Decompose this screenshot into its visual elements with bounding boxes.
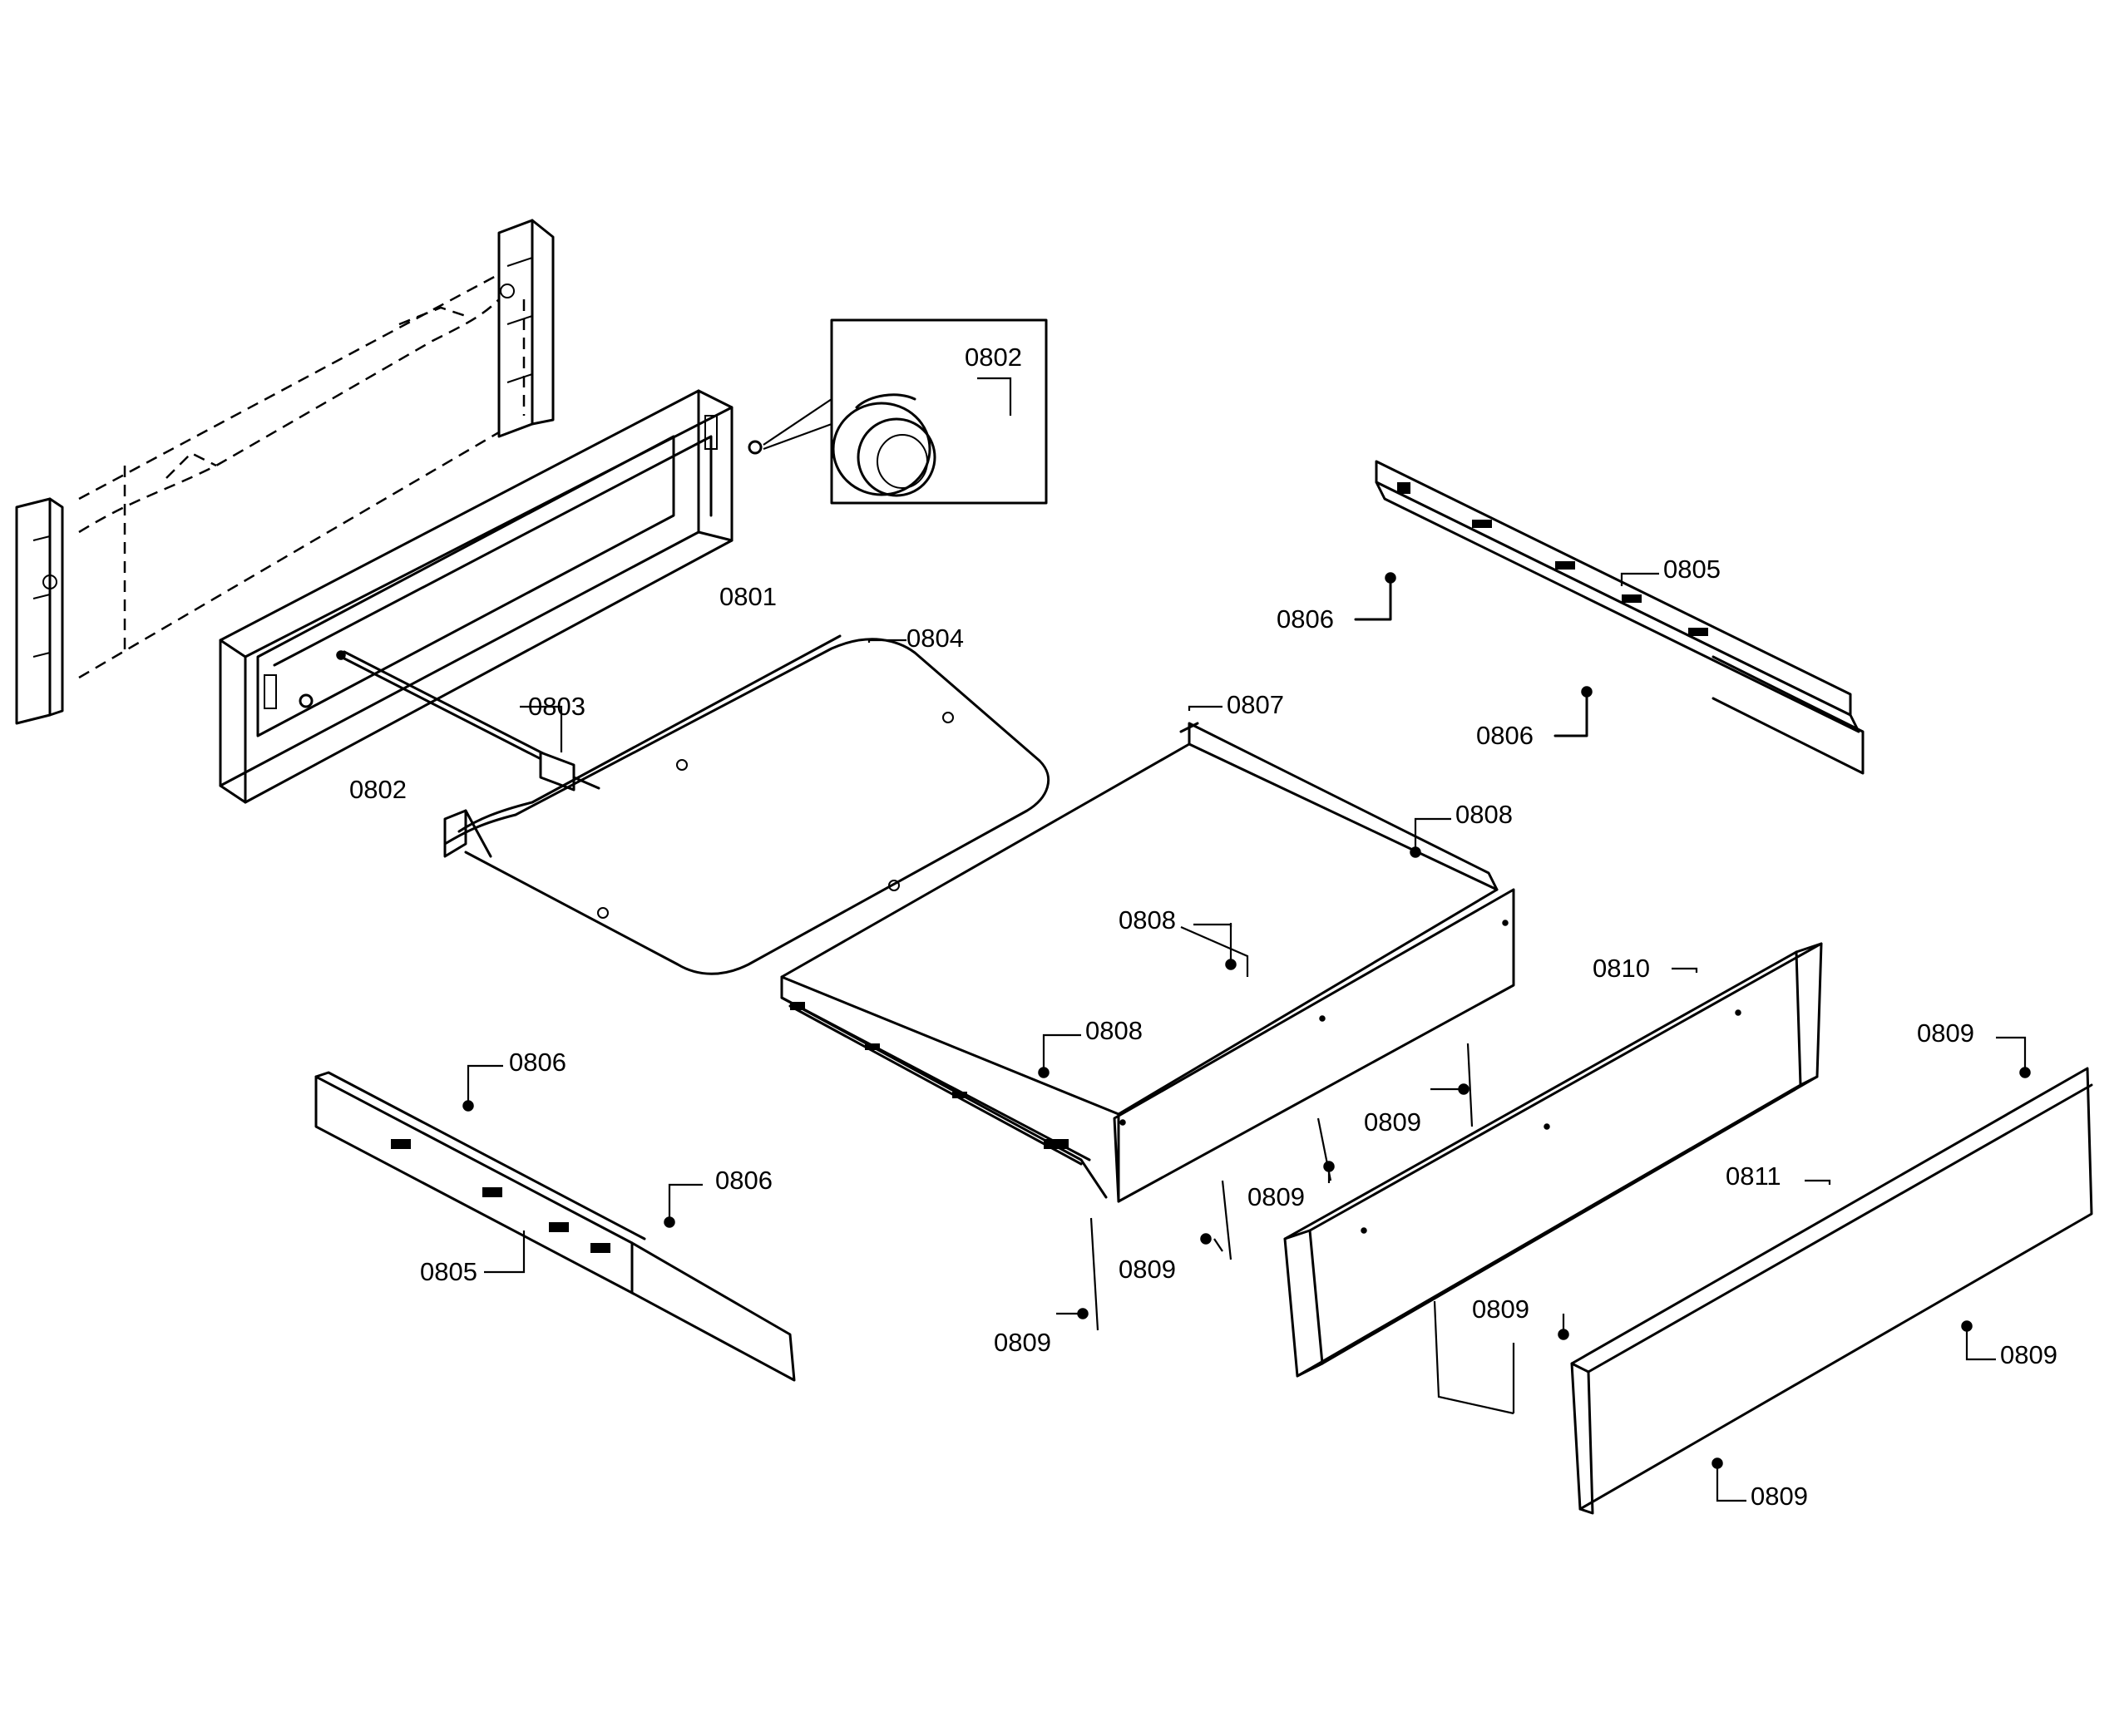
screw-0809-rt bbox=[1996, 1036, 2031, 1078]
screw-0809-f bbox=[1961, 1320, 1996, 1361]
screw-0809-d bbox=[1056, 1308, 1089, 1319]
callout-0806-tr2: 0806 bbox=[1476, 721, 1534, 750]
callout-0811: 0811 bbox=[1726, 1161, 1781, 1191]
screw-0806-tr2 bbox=[1553, 686, 1593, 737]
knob-inset-0802 bbox=[763, 318, 1048, 505]
drawer-0807 bbox=[780, 705, 1515, 1203]
callout-0809-right-top: 0809 bbox=[1917, 1018, 1974, 1048]
callout-0806-bl1: 0806 bbox=[509, 1048, 566, 1077]
slide-rail-bottom-left-0805 bbox=[314, 1071, 796, 1382]
callout-0809-d: 0809 bbox=[994, 1328, 1051, 1357]
callout-0801: 0801 bbox=[719, 582, 777, 611]
screw-0806-bl1 bbox=[462, 1064, 503, 1112]
callout-0809-g: 0809 bbox=[1751, 1482, 1808, 1511]
callout-0802-frame: 0802 bbox=[349, 775, 407, 804]
callout-0808-a: 0808 bbox=[1455, 800, 1513, 829]
screw-0809-e bbox=[1558, 1314, 1569, 1340]
callout-0802-knob: 0802 bbox=[965, 343, 1022, 372]
screw-0808-a bbox=[1410, 817, 1451, 858]
callout-0806-bl2: 0806 bbox=[715, 1166, 773, 1195]
slide-rail-top-right-0805 bbox=[1375, 460, 1865, 775]
callout-0805-tr: 0805 bbox=[1663, 555, 1721, 584]
callout-0807: 0807 bbox=[1227, 690, 1284, 719]
screw-0809-b bbox=[1323, 1161, 1335, 1183]
screw-0809-g bbox=[1712, 1457, 1746, 1502]
callout-0806-tr1: 0806 bbox=[1277, 604, 1334, 634]
callout-0809-c: 0809 bbox=[1119, 1255, 1176, 1284]
callout-0810: 0810 bbox=[1593, 954, 1650, 983]
screw-0806-bl2 bbox=[664, 1183, 703, 1228]
screws bbox=[462, 572, 2031, 1502]
callout-0808-c: 0808 bbox=[1085, 1016, 1143, 1045]
screw-0806-tr1 bbox=[1354, 572, 1396, 621]
callout-0805-bl: 0805 bbox=[420, 1257, 477, 1286]
sensor-rod-0803 bbox=[336, 650, 600, 792]
oven-body-outline bbox=[15, 219, 555, 725]
callout-0809-e: 0809 bbox=[1472, 1295, 1529, 1324]
screw-0808-b bbox=[1193, 923, 1237, 970]
callout-0803: 0803 bbox=[528, 692, 585, 721]
callout-0809-a: 0809 bbox=[1364, 1107, 1421, 1137]
callout-0809-b: 0809 bbox=[1247, 1182, 1305, 1211]
screw-0808-c bbox=[1038, 1033, 1081, 1078]
front-frame-0801 bbox=[219, 389, 763, 804]
front-panel-0811 bbox=[1570, 1067, 2093, 1515]
callout-0808-b: 0808 bbox=[1119, 905, 1176, 935]
inner-panel-0810 bbox=[1283, 942, 1823, 1378]
callout-labels: 0802 0801 0804 0803 0802 0806 0805 0806 … bbox=[349, 343, 2057, 1511]
screw-0809-c bbox=[1200, 1233, 1223, 1252]
screw-0809-a bbox=[1430, 1083, 1469, 1095]
heating-element-0804 bbox=[443, 634, 1050, 975]
callout-0809-f: 0809 bbox=[2000, 1340, 2057, 1369]
callout-0804: 0804 bbox=[906, 624, 964, 653]
